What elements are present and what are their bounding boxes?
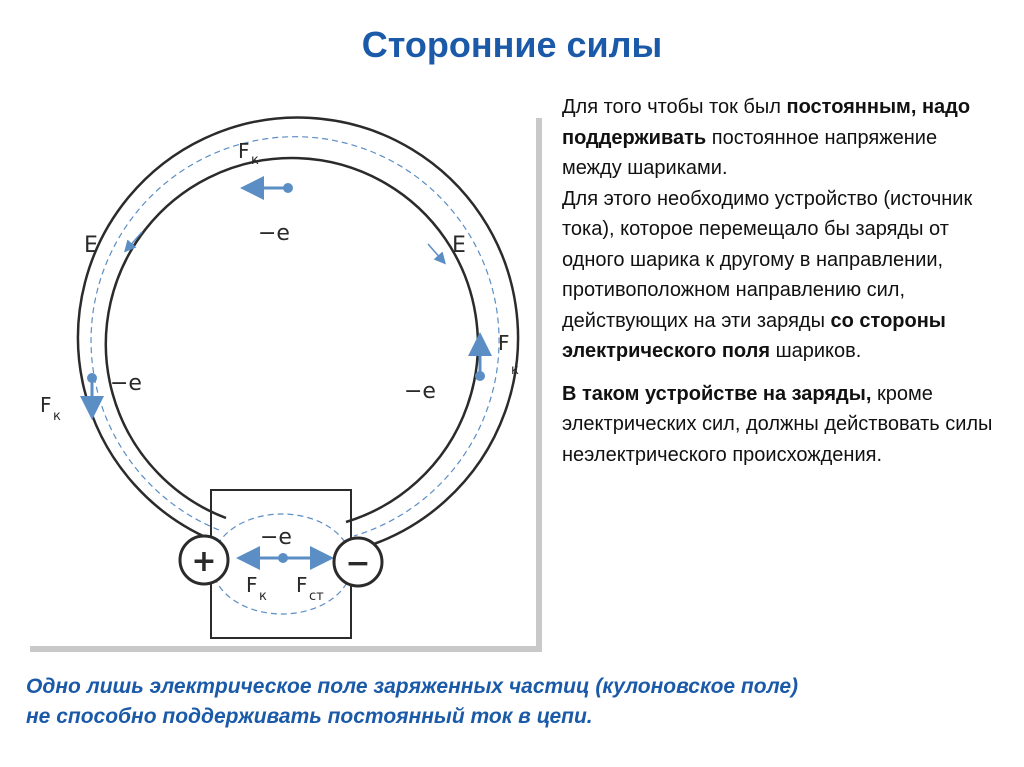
charge-left (87, 373, 97, 383)
label-e-right: E (452, 233, 466, 258)
label-e-left: E (84, 233, 98, 258)
p1-line4: Для этого необходимо устройство (источни… (562, 187, 973, 332)
p1-bold-1: постоянным, надо поддерживать (562, 96, 971, 149)
outer-conductor (76, 116, 520, 550)
charge-top (283, 183, 293, 193)
label-fk-top-sub: к (251, 153, 259, 168)
p1-line3: постоянное напряжение между шариками. (562, 126, 938, 180)
paragraph-1: Для того чтобы ток был постоянным, надо … (562, 92, 1002, 367)
charge-source (278, 553, 288, 563)
label-fk-source: F (246, 573, 258, 597)
circuit-diagram: + − F к E E −e −e −e F к F к −e F к F ст (40, 116, 520, 639)
p2-bold: В таком устройстве на заряды, (562, 382, 872, 405)
circuit-figure: + − F к E E −e −e −e F к F к −e F к F ст (24, 112, 536, 646)
e-arrow-right (427, 243, 446, 265)
label-minus-e-right: −e (404, 379, 436, 404)
label-fk-top: F (238, 139, 250, 163)
label-fk-left-sub: к (53, 409, 61, 424)
page-title: Сторонние силы (361, 24, 663, 65)
p2-rest: кроме электрических сил, должны действов… (562, 382, 993, 466)
paragraph-2: В таком устройстве на заряды, кроме элек… (562, 379, 1002, 471)
e-arrow-left (124, 231, 143, 253)
inner-conductor (104, 156, 480, 524)
p1-line1: Для того чтобы ток был (562, 96, 781, 118)
plus-sign: + (191, 544, 216, 579)
explanation-text: Для того чтобы ток был постоянным, надо … (562, 92, 1002, 482)
label-minus-e-top: −e (258, 221, 290, 246)
field-line (90, 136, 500, 537)
label-minus-e-source: −e (260, 525, 292, 550)
positive-terminal (178, 534, 230, 586)
p1-line6: шариков. (775, 340, 862, 362)
label-minus-e-left: −e (110, 371, 142, 396)
label-fst-source: F (296, 573, 308, 597)
footer-line-1: Одно лишь электрическое поле заряженных … (26, 675, 799, 698)
p1-bold-2: со стороны электрического поля (562, 309, 946, 363)
label-fst-source-sub: ст (309, 589, 324, 604)
current-source-box (210, 489, 352, 639)
label-fk-source-sub: к (259, 589, 267, 604)
minus-sign: − (345, 546, 370, 581)
negative-terminal (332, 536, 384, 588)
charge-right (475, 371, 485, 381)
footer-note: Одно лишь электрическое поле заряженных … (26, 672, 1006, 732)
label-fk-right: F (498, 331, 510, 355)
label-fk-left: F (40, 393, 52, 417)
footer-line-2: не способно поддерживать постоянный ток … (26, 705, 593, 728)
label-fk-right-sub: к (511, 363, 519, 378)
